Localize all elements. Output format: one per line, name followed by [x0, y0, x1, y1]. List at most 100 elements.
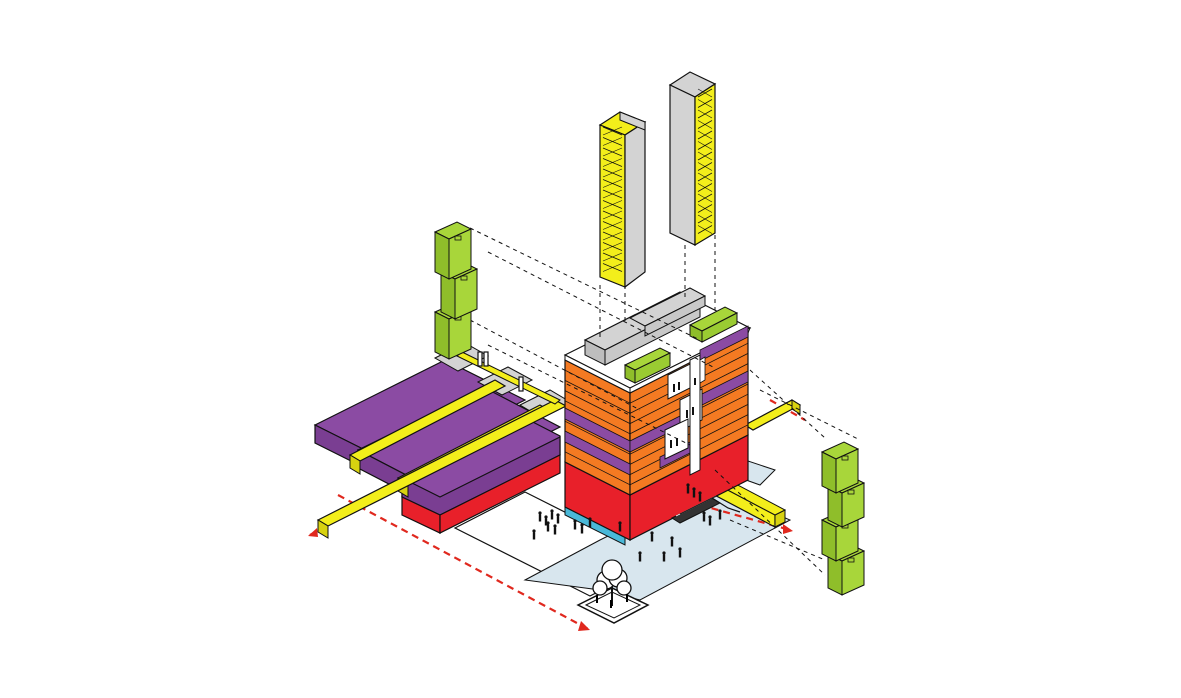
person-head [544, 515, 548, 519]
brace [602, 126, 623, 136]
person-head [546, 521, 550, 525]
floor-line [629, 363, 749, 424]
person-head [650, 531, 654, 535]
yellow-column-left [598, 111, 647, 289]
lime-module-side [434, 311, 450, 360]
yellow-column-left-bracing [602, 126, 623, 272]
podium-vents [477, 351, 524, 392]
brace [602, 147, 623, 157]
floor-line [564, 369, 631, 404]
person-body [702, 514, 706, 522]
lime-module-window [847, 557, 855, 563]
brace [697, 204, 713, 213]
person-body [532, 532, 536, 540]
person-body [698, 494, 702, 502]
tree [576, 559, 650, 624]
person-head [588, 517, 592, 521]
floor-line [629, 404, 749, 465]
person-head [708, 515, 712, 519]
person-head [556, 513, 560, 517]
person-body [692, 490, 696, 498]
person-body [718, 512, 722, 520]
person-head [618, 521, 622, 525]
floor-line [564, 400, 631, 435]
yellow-column-right [668, 71, 717, 247]
person-head [698, 491, 702, 495]
brace [697, 225, 713, 234]
person-head [538, 511, 542, 515]
brace [697, 172, 713, 182]
entrance-stair [670, 493, 741, 524]
person-body [580, 526, 584, 534]
rooftop-modules [583, 287, 739, 384]
brace [697, 193, 713, 203]
lime-module-window [454, 235, 462, 241]
floor-line [564, 451, 631, 486]
brace [602, 168, 623, 178]
lime-module-front [448, 228, 472, 280]
brace [697, 109, 713, 119]
person-head [678, 547, 682, 551]
brace [697, 141, 713, 150]
brace [602, 252, 623, 262]
person-head [718, 509, 722, 513]
person-body [618, 524, 622, 532]
person-head [553, 524, 557, 528]
person-head [670, 536, 674, 540]
lime-module-window [460, 275, 468, 281]
floor-line [629, 424, 749, 486]
lime-module-front [841, 482, 865, 528]
brace [602, 242, 623, 251]
brace [697, 151, 713, 161]
person-body [686, 486, 690, 494]
person-body [678, 550, 682, 558]
brace [697, 88, 713, 98]
people [532, 483, 722, 562]
person-body [588, 520, 592, 528]
person-head [702, 511, 706, 515]
person-body [538, 514, 542, 522]
person-body [553, 527, 557, 535]
projection-lines [469, 227, 861, 576]
person-head [550, 509, 554, 513]
person-body [638, 554, 642, 562]
brace [697, 214, 713, 224]
yellow-column-right-bracing [697, 88, 713, 234]
person-body [546, 524, 550, 532]
person-body [550, 512, 554, 520]
person-head [686, 483, 690, 487]
person-head [638, 551, 642, 555]
person-body [662, 554, 666, 562]
person-body [708, 518, 712, 526]
person-head [532, 529, 536, 533]
brace [697, 183, 713, 192]
brace [602, 137, 623, 146]
brace [602, 221, 623, 230]
person-head [692, 487, 696, 491]
lime-module-side [821, 451, 837, 494]
person-body [573, 522, 577, 530]
brace [697, 99, 713, 108]
brace [602, 263, 623, 272]
person-head [573, 519, 577, 523]
brace [697, 120, 713, 129]
floor-line [564, 380, 631, 414]
person-body [544, 518, 548, 526]
brace [602, 200, 623, 209]
lime-module-side [434, 231, 450, 280]
lime-stack-right [820, 441, 866, 596]
brace [697, 162, 713, 171]
axis-arrowheads [308, 524, 793, 631]
lime-module-front [454, 268, 478, 320]
lime-stack-left [433, 221, 479, 360]
lime-module-front [841, 550, 865, 596]
void-people [670, 378, 696, 448]
yellow-bridge-beams [316, 351, 802, 539]
brace [602, 158, 623, 167]
person-head [580, 523, 584, 527]
brace [697, 130, 713, 140]
tower-purple-bands [564, 325, 749, 476]
person-body [556, 516, 560, 524]
